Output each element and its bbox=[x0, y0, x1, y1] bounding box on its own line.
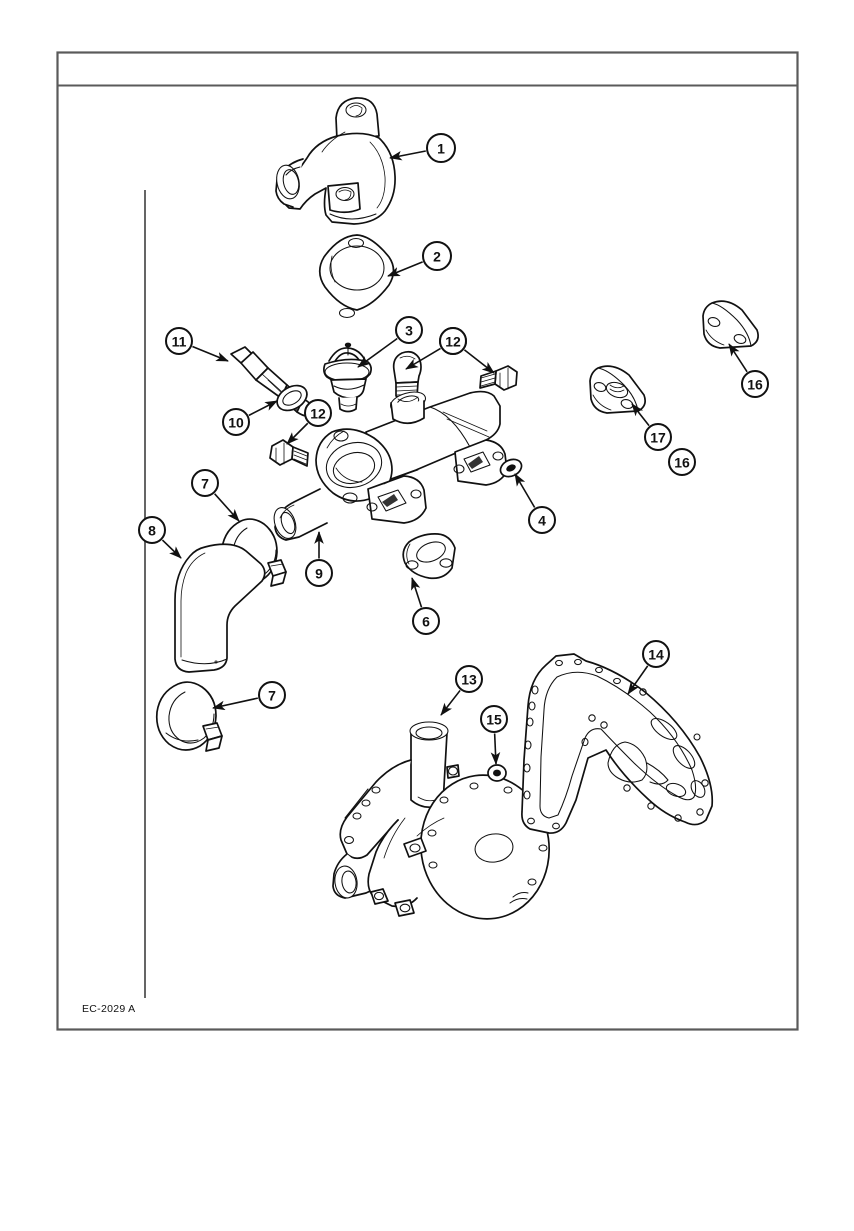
callout-balloon-1[interactable]: 1 bbox=[426, 133, 456, 163]
callout-balloon-2[interactable]: 2 bbox=[422, 241, 452, 271]
balloon-circle bbox=[222, 408, 250, 436]
callout-leader-7 bbox=[214, 493, 240, 522]
balloon-number: 15 bbox=[486, 712, 502, 728]
part-seal-washer bbox=[499, 458, 523, 478]
part-triangular-gasket bbox=[402, 533, 456, 580]
callout-balloon-12[interactable]: 12 bbox=[304, 399, 332, 427]
part-water-outlet-elbow bbox=[275, 97, 396, 225]
balloon-circle bbox=[165, 327, 193, 355]
callout-leader-1 bbox=[389, 150, 426, 161]
balloon-circle bbox=[455, 665, 483, 693]
balloon-circle bbox=[138, 516, 166, 544]
balloon-number: 12 bbox=[310, 406, 326, 422]
balloon-number: 11 bbox=[172, 334, 187, 350]
part-hose-clamp-lower bbox=[155, 681, 223, 752]
balloon-circle bbox=[191, 469, 219, 497]
callout-balloon-11[interactable]: 11 bbox=[165, 327, 193, 355]
callout-leader-11 bbox=[192, 345, 229, 362]
balloon-number: 6 bbox=[422, 614, 430, 630]
balloon-circle bbox=[528, 506, 556, 534]
balloon-number: 7 bbox=[268, 688, 276, 704]
part-cover-plate-plain bbox=[702, 300, 759, 349]
balloon-number: 8 bbox=[148, 523, 156, 539]
balloon-number: 17 bbox=[650, 430, 666, 446]
callout-leader-12 bbox=[286, 422, 309, 445]
balloon-circle bbox=[304, 399, 332, 427]
callout-balloon-16[interactable]: 16 bbox=[741, 370, 769, 398]
balloon-number: 3 bbox=[405, 323, 413, 339]
balloon-number: 1 bbox=[437, 141, 445, 157]
callout-leader-12 bbox=[405, 347, 441, 370]
part-pipe-plug-b bbox=[479, 365, 518, 391]
callout-leader-17 bbox=[631, 403, 650, 427]
figure-code-label: EC-2029 A bbox=[82, 1003, 136, 1015]
callout-balloon-13[interactable]: 13 bbox=[455, 665, 483, 693]
callout-balloon-9[interactable]: 9 bbox=[305, 559, 333, 587]
callout-leader-8 bbox=[161, 539, 182, 559]
callout-leader-2 bbox=[387, 261, 423, 277]
callout-balloons: 1234677891011121212131415161716 bbox=[138, 133, 769, 765]
balloon-circle bbox=[439, 327, 467, 355]
balloon-number: 9 bbox=[315, 566, 323, 582]
callout-balloon-15[interactable]: 15 bbox=[480, 705, 508, 733]
part-water-pump-gasket bbox=[521, 653, 714, 834]
balloon-number: 4 bbox=[538, 513, 546, 529]
part-coolant-hose bbox=[174, 543, 266, 673]
part-thermostat-housing-manifold bbox=[273, 390, 508, 541]
balloon-number: 10 bbox=[228, 415, 244, 431]
part-outlet-gasket bbox=[318, 234, 395, 319]
balloon-circle bbox=[258, 681, 286, 709]
callout-leader-4 bbox=[514, 473, 536, 508]
balloon-number: 16 bbox=[747, 377, 763, 393]
callout-leader-13 bbox=[440, 689, 461, 716]
balloon-number: 7 bbox=[201, 476, 209, 492]
balloon-circle bbox=[395, 316, 423, 344]
balloon-number: 12 bbox=[445, 334, 461, 350]
balloon-circle bbox=[305, 559, 333, 587]
part-cover-plate-threaded bbox=[589, 365, 646, 414]
part-pipe-plug-c bbox=[269, 439, 309, 467]
callout-leader-15 bbox=[490, 733, 501, 765]
callout-balloon-14[interactable]: 14 bbox=[642, 640, 670, 668]
callout-balloon-8[interactable]: 8 bbox=[138, 516, 166, 544]
balloon-circle bbox=[422, 241, 452, 271]
page-frame bbox=[56, 51, 799, 1031]
balloon-circle bbox=[426, 133, 456, 163]
balloon-circle bbox=[412, 607, 440, 635]
part-water-pump-body bbox=[332, 721, 551, 920]
balloon-circle bbox=[741, 370, 769, 398]
callout-leader-7 bbox=[212, 697, 259, 711]
callout-balloon-6[interactable]: 6 bbox=[412, 607, 440, 635]
callout-leader-12 bbox=[463, 349, 495, 374]
balloon-number: 14 bbox=[648, 647, 664, 663]
callout-leader-10 bbox=[248, 400, 278, 417]
balloon-number: 13 bbox=[461, 672, 477, 688]
balloon-circle bbox=[480, 705, 508, 733]
callout-leader-3 bbox=[357, 337, 398, 368]
callout-balloon-7[interactable]: 7 bbox=[258, 681, 286, 709]
part-sender-washer bbox=[276, 384, 308, 412]
balloon-circle bbox=[644, 423, 672, 451]
callout-balloon-7[interactable]: 7 bbox=[191, 469, 219, 497]
balloon-circle bbox=[642, 640, 670, 668]
callout-balloon-12[interactable]: 12 bbox=[439, 327, 467, 355]
callout-balloon-16[interactable]: 16 bbox=[668, 448, 696, 476]
callout-leader-6 bbox=[411, 577, 423, 608]
callout-balloon-3[interactable]: 3 bbox=[395, 316, 423, 344]
part-thermostat bbox=[323, 342, 372, 413]
callout-balloon-17[interactable]: 17 bbox=[644, 423, 672, 451]
balloon-circle bbox=[668, 448, 696, 476]
part-o-ring-seal bbox=[487, 764, 507, 782]
callout-leader-14 bbox=[627, 665, 649, 695]
balloon-number: 2 bbox=[433, 249, 441, 265]
balloon-number: 16 bbox=[674, 455, 690, 471]
callout-balloon-4[interactable]: 4 bbox=[528, 506, 556, 534]
callout-balloon-10[interactable]: 10 bbox=[222, 408, 250, 436]
callout-leader-16 bbox=[728, 343, 748, 373]
